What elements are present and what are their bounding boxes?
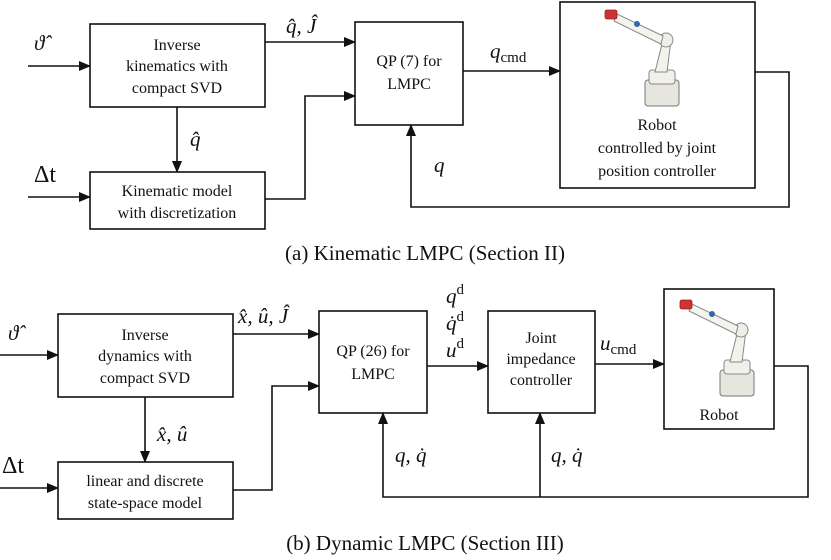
- kinematic-lmpc-diagram: Inverse kinematics with compact SVD Kine…: [28, 1, 790, 265]
- label-qhat-top: q̂: [190, 127, 201, 151]
- label-qcmd-top: qcmd: [490, 39, 527, 66]
- qp7-line-2: LMPC: [387, 76, 431, 93]
- wire-ss-qp-bottom: [233, 381, 320, 491]
- label-q-top: q: [434, 153, 445, 177]
- label-theta-bottom: ϑ̂: [8, 321, 26, 345]
- ik-line-1: Inverse: [153, 37, 200, 54]
- robot-bottom-line-1: Robot: [699, 407, 739, 424]
- id-line-1: Inverse: [121, 327, 168, 344]
- ji-line-1: Joint: [525, 330, 557, 347]
- kinematic-model-block: Kinematic model with discretization: [89, 171, 266, 230]
- qp26-line-2: LMPC: [351, 366, 395, 383]
- dynamic-lmpc-diagram: Inverse dynamics with compact SVD linear…: [0, 282, 809, 555]
- inverse-dynamics-block: Inverse dynamics with compact SVD: [57, 313, 234, 398]
- robot-top-line-3: position controller: [598, 163, 716, 180]
- label-qdotd: q̇d: [446, 309, 465, 335]
- wire-feedback-top: [406, 71, 790, 208]
- label-qj-top: q̂, Ĵ: [286, 14, 318, 38]
- qp7-line-1: QP (7) for: [376, 53, 442, 70]
- label-dt-bottom: Δt: [2, 453, 24, 479]
- label-fb-qp: q, q̇: [395, 443, 427, 467]
- km-line-2: with discretization: [118, 205, 237, 222]
- robot-top-line-1: Robot: [637, 117, 677, 134]
- ss-line-1: linear and discrete: [86, 473, 203, 490]
- state-space-block: linear and discrete state-space model: [57, 461, 234, 520]
- qp26-block: QP (26) for LMPC: [318, 310, 428, 414]
- qp7-block: QP (7) for LMPC: [354, 21, 464, 126]
- label-ucmd: ucmd: [600, 331, 637, 358]
- id-line-2: dynamics with: [98, 348, 192, 365]
- km-line-1: Kinematic model: [122, 183, 233, 200]
- inverse-kinematics-block: Inverse kinematics with compact SVD: [89, 23, 266, 108]
- caption-top: (a) Kinematic LMPC (Section II): [285, 241, 565, 265]
- wire-km-qp-top: [265, 91, 356, 200]
- caption-bottom: (b) Dynamic LMPC (Section III): [286, 531, 564, 555]
- ss-line-2: state-space model: [88, 495, 203, 512]
- robot-block-top: Robot controlled by joint position contr…: [559, 1, 756, 189]
- label-theta-top: ϑ̂: [34, 31, 52, 55]
- wire-feedback-qp-bottom: [378, 365, 809, 498]
- joint-impedance-block: Joint impedance controller: [487, 310, 596, 414]
- id-line-3: compact SVD: [100, 370, 190, 387]
- label-xu-bottom: x̂, û: [156, 422, 187, 446]
- ji-line-3: controller: [510, 372, 573, 389]
- label-fb-ji: q, q̇: [551, 443, 583, 467]
- robot-top-line-2: controlled by joint: [598, 140, 717, 157]
- label-dt-top: Δt: [34, 162, 56, 188]
- robot-block-bottom: Robot: [663, 288, 775, 430]
- ik-line-3: compact SVD: [132, 80, 222, 97]
- label-xuj-bottom: x̂, û, Ĵ: [237, 304, 290, 328]
- qp26-line-1: QP (26) for: [336, 343, 410, 360]
- label-ud: ud: [446, 336, 465, 362]
- ji-line-2: impedance: [506, 351, 575, 368]
- label-qd: qd: [446, 282, 465, 308]
- ik-line-2: kinematics with: [126, 58, 228, 75]
